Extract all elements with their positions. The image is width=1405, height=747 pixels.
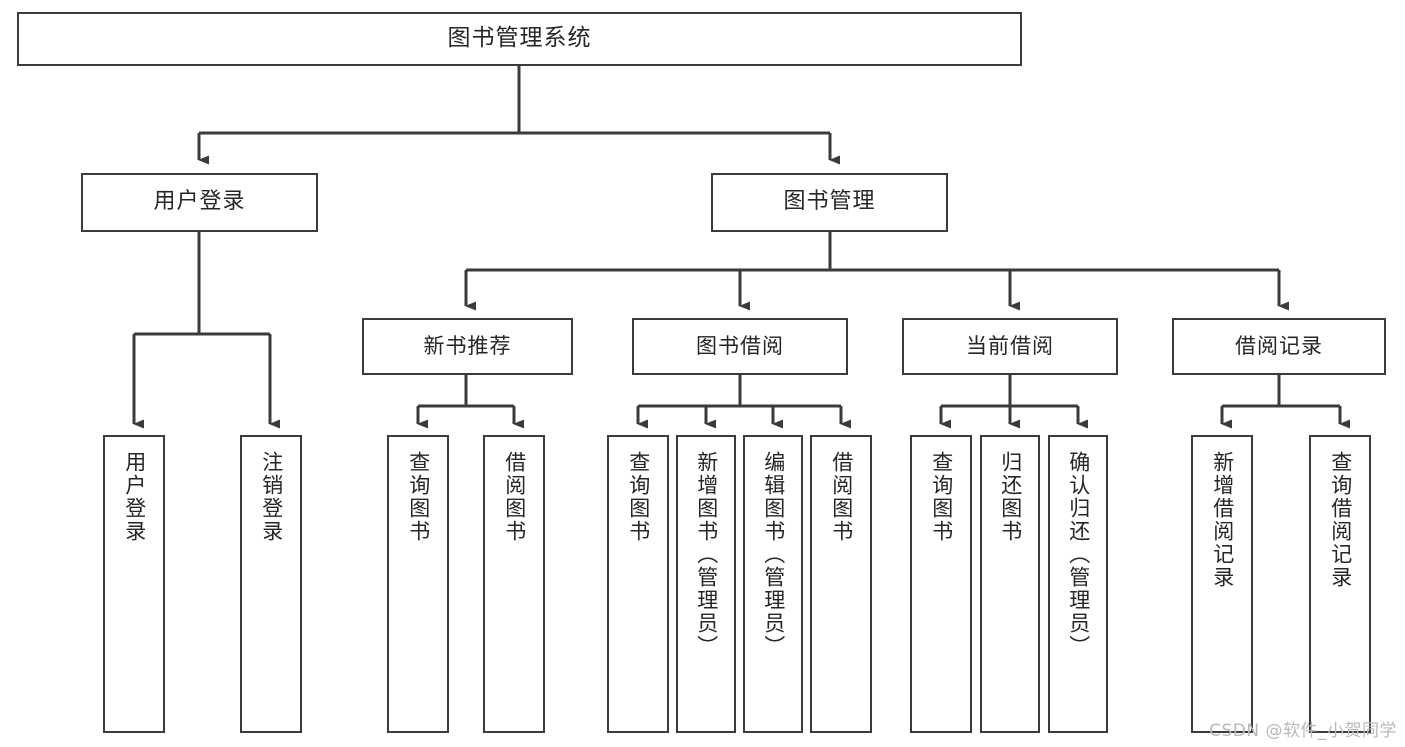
node-new-book-recommend[interactable]: 新书推荐 <box>362 318 573 375</box>
leaf-label: 借阅图书 <box>829 451 854 543</box>
leaf-label: 用户登录 <box>122 451 147 543</box>
leaf-add-borrow-record[interactable]: 新增借阅记录 <box>1191 435 1253 733</box>
node-label: 新书推荐 <box>423 333 512 358</box>
node-root-system[interactable]: 图书管理系统 <box>17 12 1022 66</box>
leaf-label: 新增图书（管理员） <box>694 451 719 658</box>
leaf-label: 查询图书 <box>626 451 651 543</box>
leaf-label: 查询借阅记录 <box>1328 451 1353 589</box>
node-label: 用户登录 <box>153 189 246 215</box>
leaf-borrow-book[interactable]: 借阅图书 <box>810 435 872 733</box>
watermark-text: CSDN @软件_小贺同学 <box>1209 721 1397 741</box>
leaf-label: 确认归还（管理员） <box>1066 451 1091 658</box>
leaf-borrow-book-recommend[interactable]: 借阅图书 <box>483 435 545 733</box>
leaf-label: 新增借阅记录 <box>1210 451 1235 589</box>
node-book-borrow[interactable]: 图书借阅 <box>632 318 848 375</box>
node-label: 借阅记录 <box>1235 333 1323 358</box>
leaf-query-book-current[interactable]: 查询图书 <box>910 435 972 733</box>
leaf-label: 查询图书 <box>929 451 954 543</box>
leaf-query-borrow-record[interactable]: 查询借阅记录 <box>1309 435 1371 733</box>
leaf-edit-book-admin[interactable]: 编辑图书（管理员） <box>743 435 803 733</box>
leaf-label: 归还图书 <box>998 451 1023 543</box>
node-label: 图书借阅 <box>696 333 784 358</box>
leaf-user-login[interactable]: 用户登录 <box>103 435 165 733</box>
node-root-label: 图书管理系统 <box>447 25 592 52</box>
node-label: 图书管理 <box>783 189 876 215</box>
leaf-label: 借阅图书 <box>502 451 527 543</box>
node-borrow-records[interactable]: 借阅记录 <box>1172 318 1386 375</box>
leaf-confirm-return-admin[interactable]: 确认归还（管理员） <box>1048 435 1108 733</box>
leaf-query-book[interactable]: 查询图书 <box>607 435 669 733</box>
leaf-logout[interactable]: 注销登录 <box>240 435 302 733</box>
leaf-return-book[interactable]: 归还图书 <box>980 435 1040 733</box>
node-book-management[interactable]: 图书管理 <box>711 173 948 232</box>
leaf-query-book-recommend[interactable]: 查询图书 <box>387 435 449 733</box>
node-label: 当前借阅 <box>966 333 1054 358</box>
node-current-borrow[interactable]: 当前借阅 <box>902 318 1118 375</box>
leaf-label: 编辑图书（管理员） <box>761 451 786 658</box>
leaf-add-book-admin[interactable]: 新增图书（管理员） <box>676 435 736 733</box>
leaf-label: 查询图书 <box>406 451 431 543</box>
node-user-login[interactable]: 用户登录 <box>81 173 318 232</box>
leaf-label: 注销登录 <box>259 451 284 543</box>
